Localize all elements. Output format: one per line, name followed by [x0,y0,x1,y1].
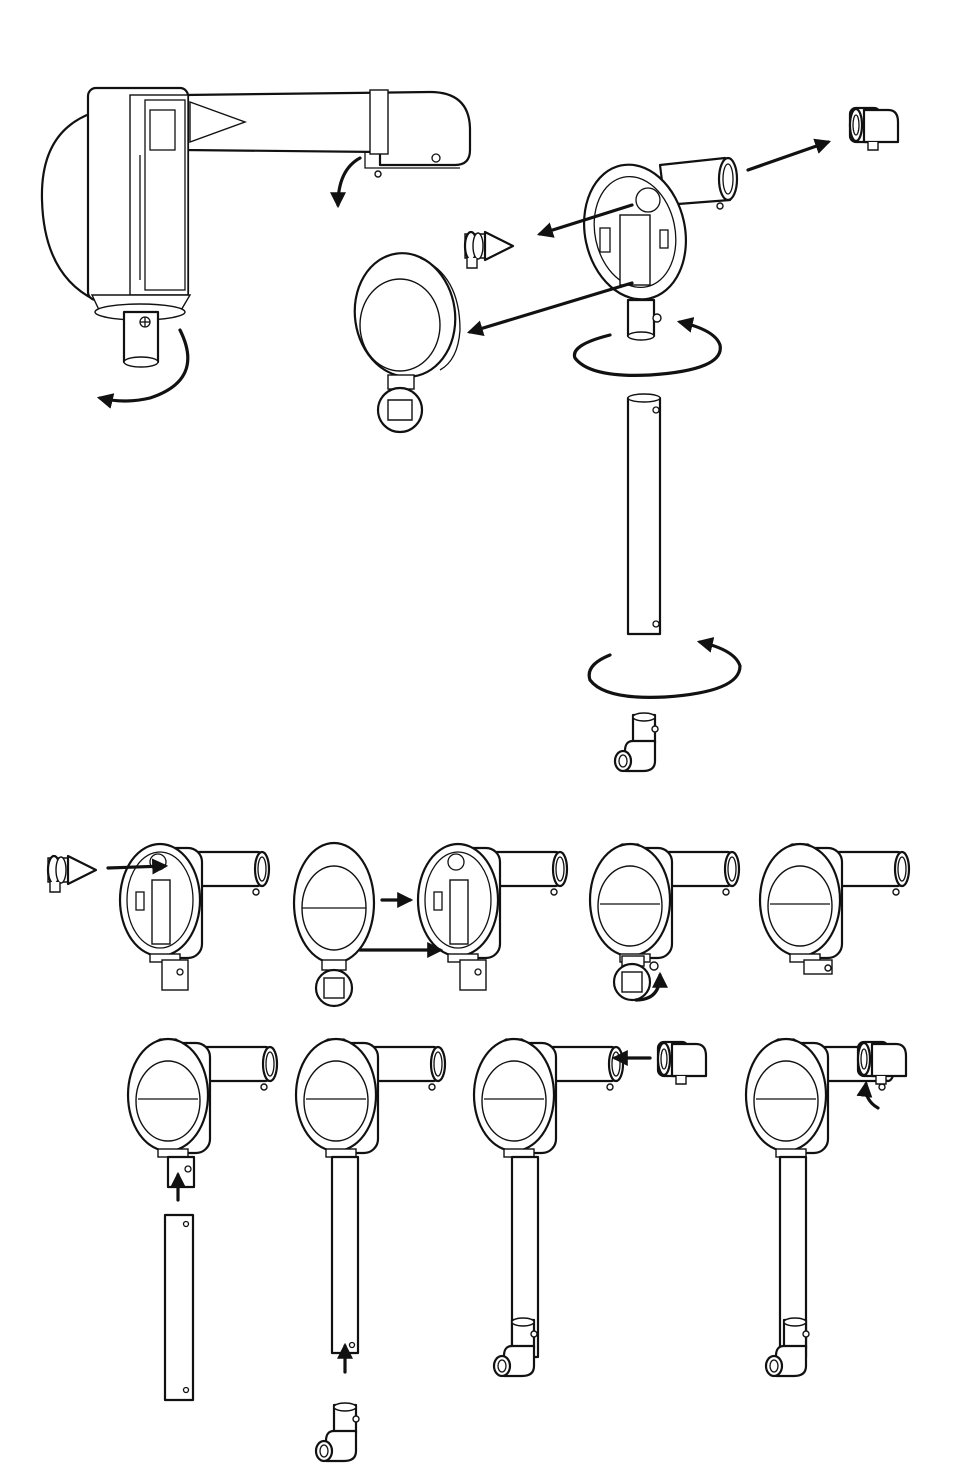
row2-steps [128,1039,906,1461]
step-rotate-clip [590,844,739,1000]
row1-steps [48,843,909,1006]
step-lock-elbow [746,1039,895,1357]
rotate-arrow-arm [338,158,360,205]
step-attach-cover [294,843,374,1006]
arrow-cover-out [470,283,632,332]
step-attach-elbow [474,1039,623,1357]
arrow-elbow-out [748,142,828,170]
step-insert-pole [128,1039,277,1187]
step-attach-foot [296,1039,445,1353]
rotate-arrow-elbow [866,1084,878,1108]
vertical-pole [589,394,740,771]
step-assembled [760,844,909,974]
rotate-arrow-pole [589,642,740,697]
arrow-insert-cap [108,866,165,868]
